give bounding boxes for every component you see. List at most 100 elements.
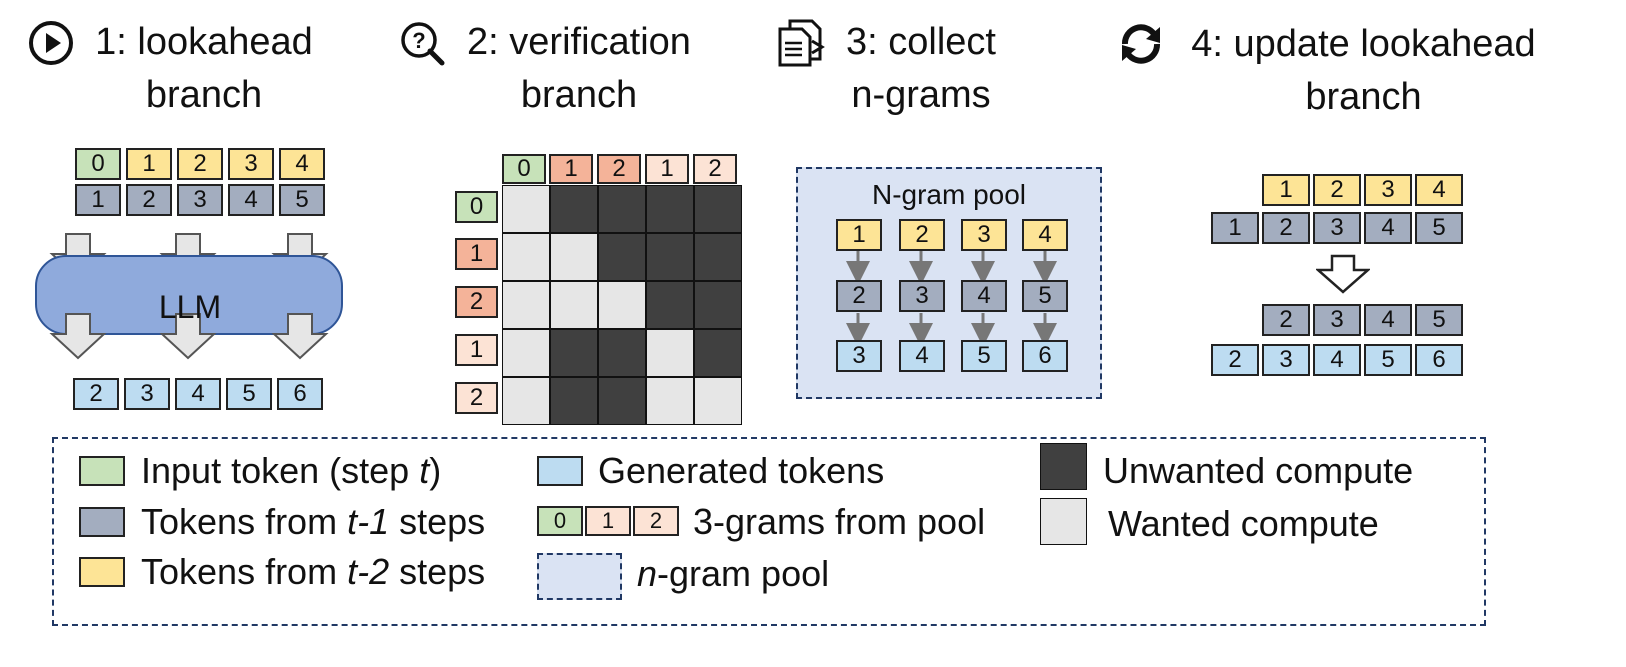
wanted-compute-cell	[502, 185, 550, 233]
legend-swatch-t1	[79, 507, 125, 537]
wanted-compute-cell	[598, 281, 646, 329]
pool-token: 4	[1022, 219, 1068, 251]
wanted-compute-cell	[502, 233, 550, 281]
lookahead-mid-token: 2	[126, 184, 172, 216]
verify-row-token: 2	[455, 382, 498, 414]
step-2-title: 2: verification branch	[467, 21, 691, 116]
update-before-top-token: 4	[1415, 174, 1463, 206]
legend-label-generated: Generated tokens	[598, 450, 885, 491]
lookahead-top-token: 4	[279, 148, 325, 180]
pool-arrows	[846, 251, 1057, 347]
pool-token: 4	[961, 280, 1007, 312]
step-3-title: 3: collect n-grams	[846, 21, 996, 116]
lookahead-top-token: 1	[126, 148, 172, 180]
lookahead-mid-token: 1	[75, 184, 121, 216]
update-after-top-token: 2	[1262, 304, 1310, 336]
pool-title: N-gram pool	[871, 179, 1027, 210]
update-before-bottom-token: 3	[1313, 212, 1361, 244]
update-before-top-token: 1	[1262, 174, 1310, 206]
step-1-title: 1: lookahead branch	[95, 21, 313, 116]
update-before-bottom-token: 4	[1364, 212, 1412, 244]
lookahead-output-token: 5	[226, 378, 272, 410]
lookahead-mid-token: 4	[228, 184, 274, 216]
pool-token: 3	[836, 340, 882, 372]
wanted-compute-cell	[646, 329, 694, 377]
update-before-bottom-token: 2	[1262, 212, 1310, 244]
unwanted-compute-cell	[598, 185, 646, 233]
legend-swatch-t2	[79, 557, 125, 587]
wanted-compute-cell	[502, 281, 550, 329]
verify-row-token: 1	[455, 334, 498, 366]
lookahead-mid-token: 5	[279, 184, 325, 216]
attention-mask-grid	[502, 185, 742, 425]
legend-swatch-wanted	[1040, 498, 1087, 545]
update-after-bottom-token: 5	[1364, 344, 1412, 376]
legend-label-t2: Tokens from t-2 steps	[141, 551, 486, 592]
update-before-bottom-token: 1	[1211, 212, 1259, 244]
llm-block	[35, 233, 343, 360]
verify-col-token: 1	[645, 154, 689, 184]
unwanted-compute-cell	[550, 329, 598, 377]
unwanted-compute-cell	[550, 185, 598, 233]
wanted-compute-cell	[550, 233, 598, 281]
lookahead-output-token: 6	[277, 378, 323, 410]
verify-col-token: 1	[549, 154, 593, 184]
verify-col-token: 2	[597, 154, 641, 184]
llm-label: LLM	[158, 289, 222, 325]
lookahead-output-token: 2	[73, 378, 119, 410]
legend-label-pool: n-gram pool	[637, 553, 830, 594]
document-arrow-icon	[778, 19, 825, 67]
unwanted-compute-cell	[550, 377, 598, 425]
verify-col-token: 2	[693, 154, 737, 184]
pool-token: 5	[1022, 280, 1068, 312]
unwanted-compute-cell	[694, 185, 742, 233]
lookahead-output-token: 3	[124, 378, 170, 410]
lookahead-top-token: 2	[177, 148, 223, 180]
wanted-compute-cell	[550, 281, 598, 329]
wanted-compute-cell	[646, 377, 694, 425]
update-after-top-token: 5	[1415, 304, 1463, 336]
unwanted-compute-cell	[598, 329, 646, 377]
lookahead-top-token: 3	[228, 148, 274, 180]
legend-label-unwanted: Unwanted compute	[1103, 450, 1414, 491]
legend-label-wanted: Wanted compute	[1108, 503, 1379, 544]
unwanted-compute-cell	[598, 377, 646, 425]
pool-token: 4	[899, 340, 945, 372]
lookahead-input-token: 0	[75, 148, 121, 180]
legend-label-3grams: 3-grams from pool	[693, 501, 986, 542]
update-after-bottom-token: 4	[1313, 344, 1361, 376]
pool-token: 3	[961, 219, 1007, 251]
legend-label-input: Input token (step t)	[141, 450, 442, 491]
legend-swatch-pool	[537, 553, 622, 600]
pool-token: 6	[1022, 340, 1068, 372]
unwanted-compute-cell	[598, 233, 646, 281]
pool-token: 2	[836, 280, 882, 312]
legend-label-t1: Tokens from t-1 steps	[141, 501, 486, 542]
down-arrow-icon	[1316, 254, 1370, 294]
lookahead-output-token: 4	[175, 378, 221, 410]
play-circle-icon	[29, 21, 73, 65]
pool-token: 2	[899, 219, 945, 251]
legend-box	[52, 437, 1486, 626]
wanted-compute-cell	[694, 377, 742, 425]
refresh-icon	[1122, 24, 1160, 64]
verify-row-token: 0	[455, 191, 498, 223]
pool-token: 3	[899, 280, 945, 312]
pool-token: 5	[961, 340, 1007, 372]
lookahead-mid-token: 3	[177, 184, 223, 216]
unwanted-compute-cell	[646, 185, 694, 233]
update-after-bottom-token: 3	[1262, 344, 1310, 376]
legend-3gram-token: 0	[537, 506, 583, 536]
legend-swatch-unwanted	[1040, 443, 1087, 490]
legend-swatch-input	[79, 456, 125, 486]
verify-row-token: 1	[455, 238, 498, 270]
legend-3gram-token: 2	[633, 506, 679, 536]
legend-swatch-generated	[537, 456, 583, 486]
update-after-top-token: 3	[1313, 304, 1361, 336]
update-before-top-token: 3	[1364, 174, 1412, 206]
unwanted-compute-cell	[694, 281, 742, 329]
unwanted-compute-cell	[646, 233, 694, 281]
update-after-bottom-token: 6	[1415, 344, 1463, 376]
magnify-question-icon: ?	[401, 22, 445, 66]
